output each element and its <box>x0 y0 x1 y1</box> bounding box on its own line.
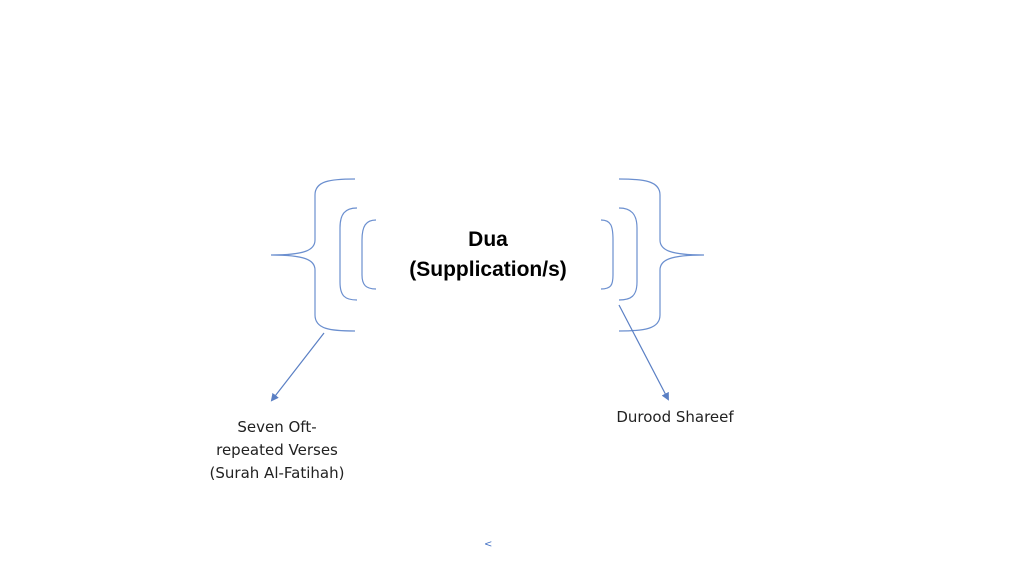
left-label-line3: (Surah Al-Fatihah) <box>209 464 345 482</box>
left-arrow <box>270 332 325 402</box>
left-middle-bracket <box>339 207 358 301</box>
center-title-line2: (Supplication/s) <box>409 258 567 281</box>
right-label: Durood Shareef <box>595 406 755 429</box>
left-label: Seven Oft- repeated Verses (Surah Al-Fat… <box>192 416 362 485</box>
right-middle-bracket <box>618 207 638 301</box>
left-inner-bracket <box>361 219 377 290</box>
right-inner-bracket <box>600 219 614 290</box>
right-arrow <box>618 304 669 401</box>
center-title: Dua (Supplication/s) <box>388 225 588 285</box>
center-title-line1: Dua <box>468 228 508 251</box>
left-outer-brace <box>270 178 356 332</box>
right-outer-brace <box>618 178 705 332</box>
left-label-line2: repeated Verses <box>216 441 338 459</box>
right-label-line1: Durood Shareef <box>616 408 734 426</box>
left-label-line1: Seven Oft- <box>237 418 317 436</box>
nav-back-glyph[interactable]: < <box>484 539 493 550</box>
